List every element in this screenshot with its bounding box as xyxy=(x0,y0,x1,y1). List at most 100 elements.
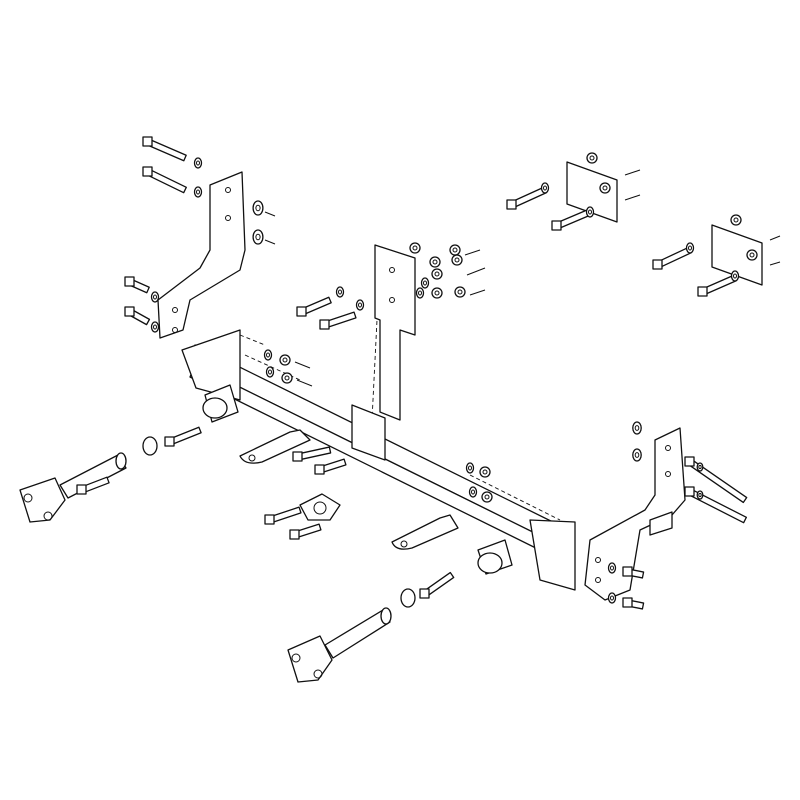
washer-icon xyxy=(730,270,740,282)
nut-hole xyxy=(602,185,608,191)
washer-hole xyxy=(471,489,475,495)
nut-hole xyxy=(733,217,739,223)
nut-hole xyxy=(484,494,490,500)
washer-icon xyxy=(252,229,264,245)
washer-icon xyxy=(252,200,264,216)
guide-line xyxy=(769,235,781,241)
receiver-tube-left xyxy=(202,384,239,423)
nut xyxy=(454,286,466,298)
bolt xyxy=(697,274,737,297)
guide-line xyxy=(469,289,486,296)
washer-hole xyxy=(698,464,702,470)
washer-icon xyxy=(465,462,475,474)
washer-icon xyxy=(193,157,203,169)
washer-hole xyxy=(255,233,261,241)
washer-icon xyxy=(585,206,595,218)
nut xyxy=(746,249,758,261)
guide-line xyxy=(769,261,781,266)
clevis-pin-left xyxy=(19,452,127,523)
washer-hole xyxy=(610,595,614,601)
bolt xyxy=(506,186,547,210)
washer-icon xyxy=(685,242,695,254)
washer-icon xyxy=(607,592,617,604)
washer-icon xyxy=(468,486,478,498)
nut xyxy=(730,214,742,226)
safety-tab-right xyxy=(391,514,459,550)
bolt xyxy=(319,311,357,330)
washer-hole xyxy=(268,369,272,375)
bolt xyxy=(419,571,455,599)
nut xyxy=(479,466,491,478)
washer-hole xyxy=(196,189,200,195)
guide-line xyxy=(296,379,313,387)
nut-hole xyxy=(482,469,488,475)
washer-icon xyxy=(265,366,275,378)
nut-hole xyxy=(589,155,595,161)
nut-hole xyxy=(432,259,438,265)
washer-hole xyxy=(153,294,157,300)
guide-line xyxy=(264,211,276,217)
washer-icon xyxy=(696,462,704,472)
washer-hole xyxy=(423,280,427,286)
nut-hole xyxy=(284,375,290,381)
safety-tab-left xyxy=(239,429,311,464)
guide-line xyxy=(294,361,311,369)
nut-hole xyxy=(749,252,755,258)
washer-icon xyxy=(263,349,273,361)
washer-hole xyxy=(610,565,614,571)
washer-hole xyxy=(588,209,592,215)
washer-hole xyxy=(255,204,261,212)
bolt xyxy=(142,166,187,194)
guide-line xyxy=(264,239,276,245)
nut-hole xyxy=(282,357,288,363)
receiver-tube-right xyxy=(477,539,513,575)
nut-hole xyxy=(454,257,460,263)
washer-hole xyxy=(338,289,342,295)
guide-line xyxy=(466,267,486,276)
washer-icon xyxy=(150,321,160,333)
nut xyxy=(281,372,293,384)
guide-line xyxy=(624,194,641,201)
washer-icon xyxy=(420,277,430,289)
nut xyxy=(586,152,598,164)
nut xyxy=(451,254,463,266)
washer-hole xyxy=(698,492,702,498)
plate-lower xyxy=(711,224,763,286)
bolt xyxy=(124,306,151,326)
washer-icon xyxy=(335,286,345,298)
washer-hole xyxy=(196,160,200,166)
washer-hole xyxy=(468,465,472,471)
nut xyxy=(449,244,461,256)
washer-hole xyxy=(153,324,157,330)
retaining-ring xyxy=(400,588,416,608)
nut xyxy=(429,256,441,268)
washer-hole xyxy=(418,290,422,296)
washer-icon xyxy=(632,448,642,462)
center-bracket xyxy=(351,244,416,461)
washer-icon xyxy=(355,299,365,311)
guide-line xyxy=(464,249,481,256)
washer-icon xyxy=(632,421,642,435)
washer-icon xyxy=(540,182,550,194)
guide-line xyxy=(624,169,641,176)
washer-icon xyxy=(193,186,203,198)
washer-hole xyxy=(266,352,270,358)
nut-hole xyxy=(434,271,440,277)
bolt xyxy=(289,523,322,540)
bolt xyxy=(76,476,110,495)
left-side-bracket xyxy=(157,171,246,339)
washer-hole xyxy=(634,425,640,431)
retaining-ring xyxy=(142,436,158,456)
bolt xyxy=(164,426,202,447)
main-crossbar xyxy=(181,329,576,591)
bolt xyxy=(264,506,302,525)
hardware xyxy=(76,136,781,610)
plate-upper xyxy=(566,161,618,223)
bolt xyxy=(684,486,748,524)
bolt xyxy=(292,446,332,462)
bolt xyxy=(142,136,187,162)
bolt xyxy=(622,566,645,579)
washer-icon xyxy=(150,291,160,303)
clevis-pin-center xyxy=(287,607,392,683)
